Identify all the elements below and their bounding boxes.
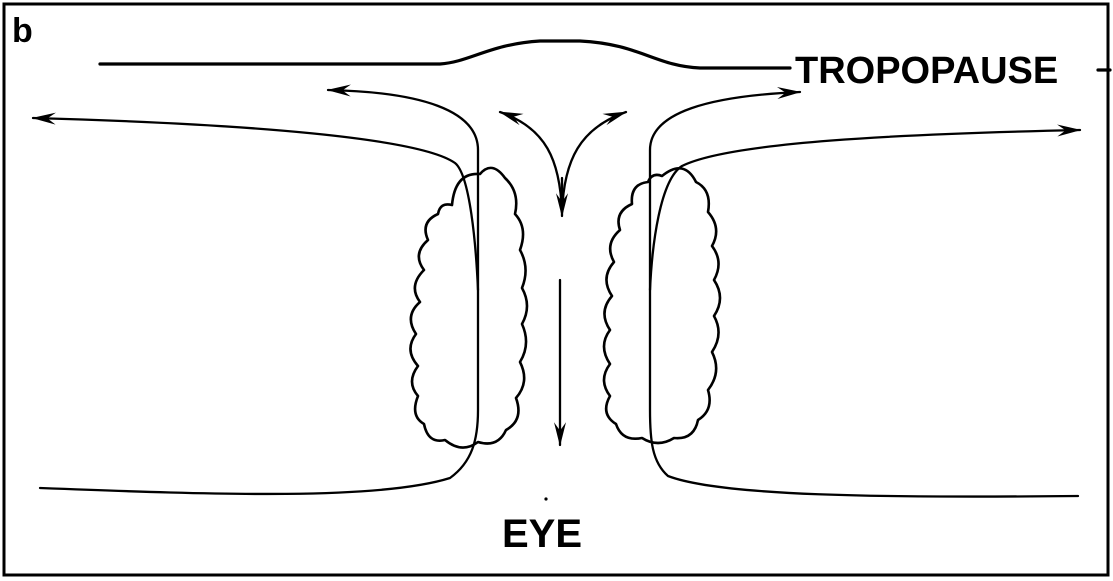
eye-subsidence-left-branch	[500, 112, 562, 212]
eye-dot	[544, 497, 547, 500]
panel-label: b	[12, 12, 33, 50]
eye-subsidence-right-branch	[562, 112, 626, 212]
right-eyewall-cloud	[604, 168, 720, 443]
tropopause-line	[100, 41, 790, 68]
left-outflow-streamline	[33, 118, 478, 290]
left-inflow-updraft-streamline	[40, 90, 478, 494]
tropopause-label: TROPOPAUSE	[795, 50, 1058, 92]
left-eyewall-cloud	[410, 168, 527, 448]
right-outflow-streamline	[650, 130, 1080, 290]
eye-label: EYE	[502, 512, 582, 556]
right-inflow-updraft-streamline	[650, 92, 1078, 497]
